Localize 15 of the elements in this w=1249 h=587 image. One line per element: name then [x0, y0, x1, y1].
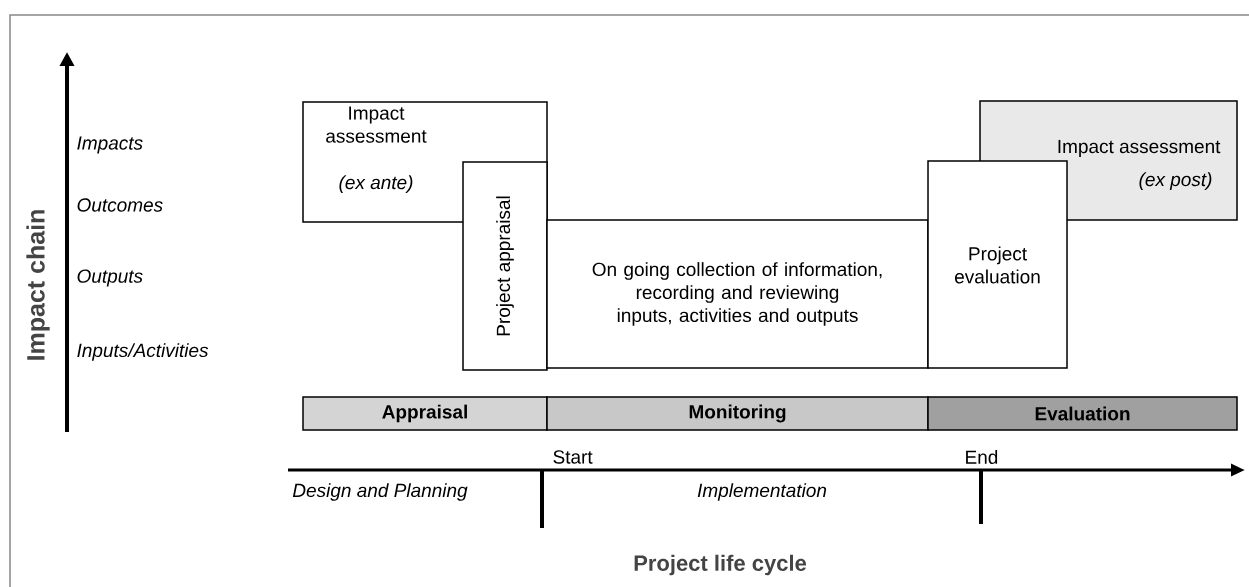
evaluation-box: Project evaluation: [927, 160, 1068, 369]
axis-label: Project life cycle: [634, 554, 807, 576]
phase-label: Implementation: [697, 483, 827, 501]
level-label: Impacts: [77, 136, 143, 154]
phase-label: Design and Planning: [292, 483, 468, 501]
level-label: Outcomes: [77, 198, 163, 212]
appraisal-box: Project appraisal: [462, 161, 548, 371]
phase-band: Evaluation: [927, 396, 1238, 431]
phase-band: Appraisal: [302, 396, 548, 431]
milestone-label: Start: [553, 450, 593, 464]
axis-label: Impact chain: [26, 210, 50, 360]
level-label: Inputs/Activities: [77, 343, 209, 361]
phase-band: Monitoring: [546, 396, 929, 431]
milestone-label: End: [966, 450, 998, 464]
level-label: Outputs: [77, 269, 143, 287]
